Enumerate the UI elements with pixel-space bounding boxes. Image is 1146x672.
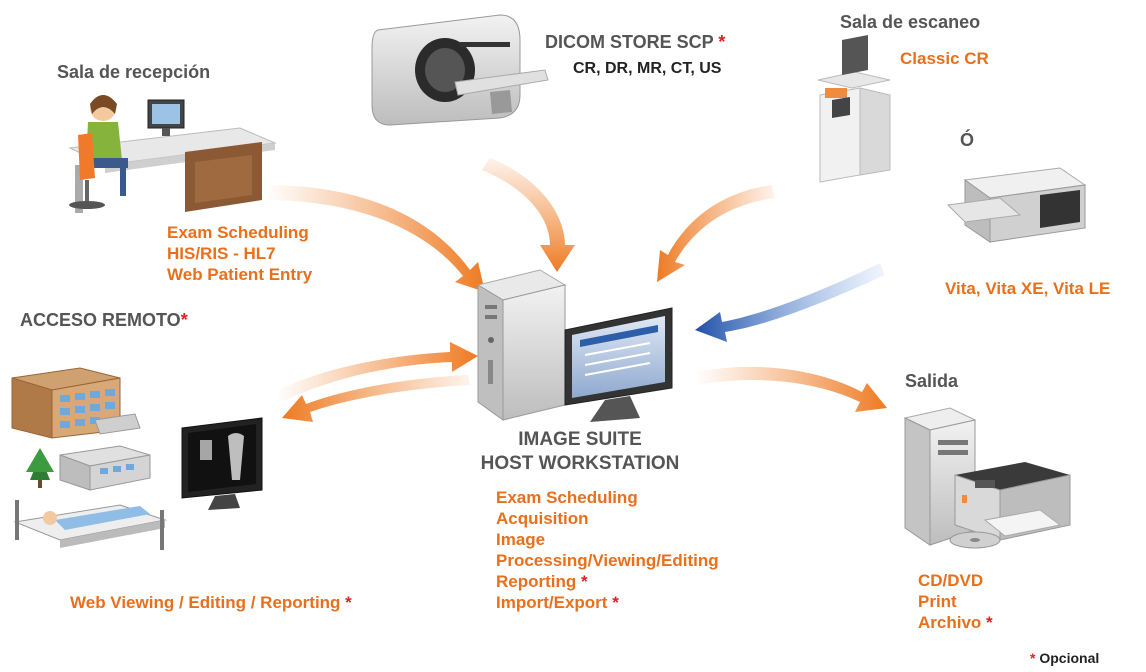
reception-feature-item: HIS/RIS - HL7 [167, 244, 276, 263]
optional-star: * [581, 572, 588, 591]
output-title: Salida [905, 371, 959, 391]
remote-title: ACCESO REMOTO* [20, 310, 188, 331]
arrow-host-to-remote [282, 375, 470, 422]
remote-access-illustration [11, 367, 263, 550]
host-feature-item: Image [496, 530, 546, 549]
host-features: Exam Scheduling Acquisition Image Proces… [496, 487, 719, 613]
reception-features: Exam Scheduling HIS/RIS - HL7 Web Patien… [167, 222, 312, 285]
remote-caption-text: Web Viewing / Editing / Reporting [70, 593, 341, 612]
output-feature-item: CD/DVD [918, 571, 984, 590]
optional-star: * [986, 613, 993, 632]
footnote-text: Opcional [1039, 650, 1100, 666]
host-feature-item: Exam Scheduling [496, 488, 638, 507]
output-feature-item: Print [918, 592, 957, 611]
host-title-line1: IMAGE SUITE [518, 429, 642, 450]
dicom-title: DICOM STORE SCP * [545, 32, 725, 53]
remote-caption: Web Viewing / Editing / Reporting * [70, 592, 352, 613]
optional-star: * [345, 593, 352, 612]
reception-desk-illustration [68, 95, 277, 213]
reception-title: Sala de recepción [57, 62, 211, 82]
arrow-scan-to-host [657, 185, 775, 282]
host-feature-item: Import/Export * [496, 593, 619, 612]
optional-star: * [1030, 650, 1036, 666]
vita-label: Vita, Vita XE, Vita LE [945, 279, 1111, 298]
remote-title-text: ACCESO REMOTO [20, 310, 181, 330]
optional-star: * [718, 32, 726, 52]
footnote: * Opcional [1030, 650, 1099, 666]
vita-cr-illustration [946, 167, 1087, 243]
or-label: Ó [960, 130, 975, 150]
arrow-printer-to-host [695, 263, 885, 342]
host-title: IMAGE SUITE HOST WORKSTATION [460, 428, 700, 476]
dicom-title-text: DICOM STORE SCP [545, 32, 714, 52]
arrow-dicom-to-host [482, 158, 575, 272]
host-feature-item: Processing/Viewing/Editing [496, 551, 719, 570]
arrow-host-to-output [695, 366, 887, 412]
reception-feature-item: Web Patient Entry [167, 265, 313, 284]
classic-cr-label: Classic CR [900, 49, 989, 68]
host-workstation-illustration [476, 269, 673, 422]
host-feature-item: Acquisition [496, 509, 589, 528]
scanner-illustration [371, 14, 549, 126]
optional-star: * [180, 310, 188, 330]
host-title-line2: HOST WORKSTATION [480, 453, 680, 474]
output-features: CD/DVD Print Archivo * [918, 570, 993, 633]
optional-star: * [612, 593, 619, 612]
host-feature-item: Reporting * [496, 572, 588, 591]
dicom-modalities: CR, DR, MR, CT, US [573, 60, 722, 77]
output-illustration [903, 407, 1071, 549]
reception-feature-item: Exam Scheduling [167, 223, 309, 242]
arrow-remote-to-host [275, 342, 478, 402]
classic-cr-illustration [817, 35, 891, 183]
scan-room-title: Sala de escaneo [840, 12, 981, 32]
output-feature-item: Archivo * [918, 613, 993, 632]
arrow-reception-to-host [265, 185, 485, 292]
